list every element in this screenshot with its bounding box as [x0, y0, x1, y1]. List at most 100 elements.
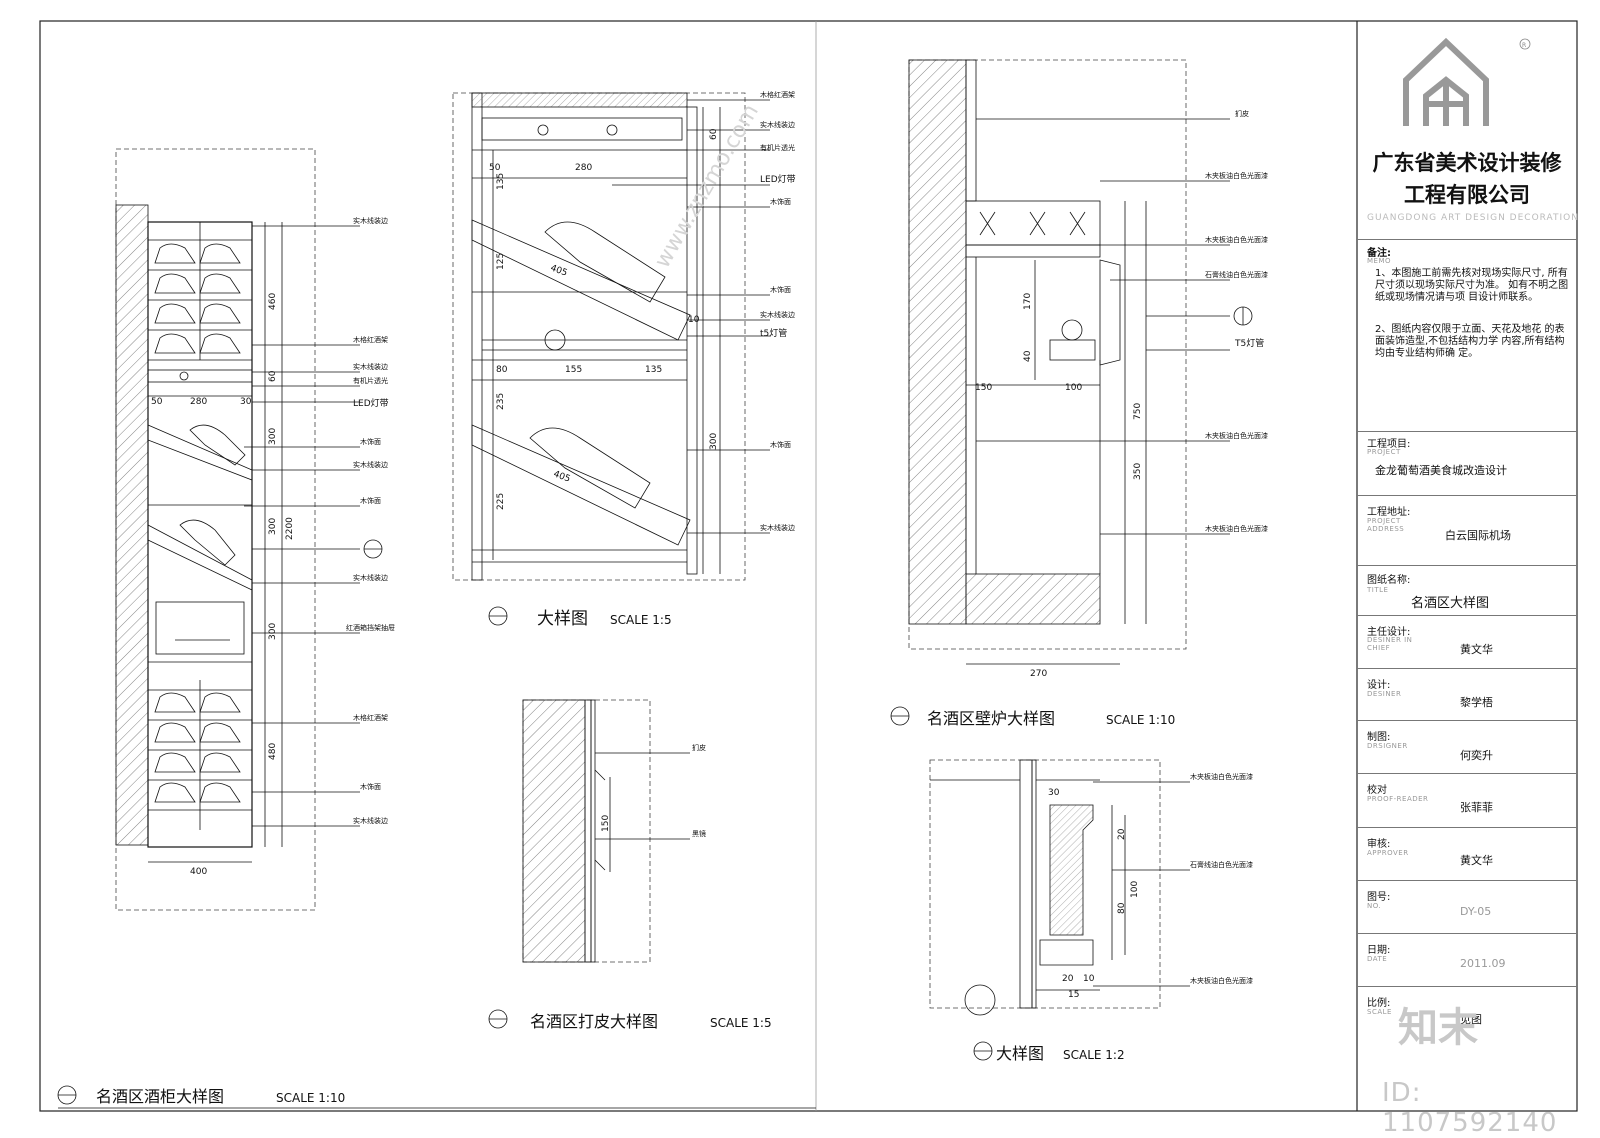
note: 石膏线油白色光面漆	[1205, 270, 1268, 279]
note: 实木线装边	[760, 120, 795, 129]
drawer-label: 制图:	[1367, 732, 1391, 743]
designer-sub: DESINER	[1367, 690, 1402, 698]
detail-scale: SCALE 1:10	[1106, 713, 1175, 727]
dim: 400	[190, 867, 207, 877]
dim: 30	[240, 397, 252, 407]
note: 木格红酒架	[760, 90, 795, 99]
sheet-frame	[39, 20, 1578, 1112]
dim: 170	[1023, 293, 1033, 310]
drawer-sub: DRSIGNER	[1367, 742, 1408, 750]
note: T5灯管	[1234, 337, 1264, 349]
title-block: 广东省美术设计装修 工程有限公司 GUANGDONG ART DESIGN DE…	[1357, 21, 1579, 1111]
memo-item-1: 1、本图施工前需先核对现场实际尺寸, 所有尺寸须以现场实际尺寸为准。 如有不明之…	[1375, 268, 1569, 303]
note: 有机片透光	[353, 376, 388, 385]
dim: 135	[645, 365, 662, 375]
dim: 15	[1068, 990, 1079, 1000]
dim: 235	[496, 393, 506, 410]
section-notes: 木格红酒架 实木线装边 有机片透光 LED灯带 木饰面 木饰面 实木线装边 t5…	[760, 90, 796, 532]
detail-scale: SCALE 1:5	[710, 1016, 772, 1030]
dim: 100	[1065, 383, 1082, 393]
note: LED灯带	[353, 398, 389, 409]
address-label: 工程地址:	[1367, 507, 1411, 518]
dim: 30	[1048, 788, 1060, 798]
note: 木夹板油白色光面漆	[1190, 976, 1253, 985]
note: 木夹板油白色光面漆	[1205, 235, 1268, 244]
date-sub: DATE	[1367, 955, 1388, 963]
svg-text:R: R	[1522, 42, 1526, 49]
company-name-line2: 工程有限公司	[1404, 183, 1530, 207]
dim: 300	[268, 623, 278, 640]
note: 石膏线油白色光面漆	[1190, 860, 1253, 869]
approver-value: 黄文华	[1460, 854, 1493, 867]
project-label: 工程项目:	[1367, 439, 1411, 450]
dim: 405	[549, 263, 569, 278]
detail-title: 大样图	[537, 609, 588, 629]
number-value: DY-05	[1460, 905, 1492, 918]
note: 扪皮	[1235, 109, 1249, 118]
note: 有机片透光	[760, 143, 795, 152]
memo-sub: MEMO	[1367, 257, 1392, 265]
note: 实木线装边	[353, 460, 388, 469]
dim: 460	[268, 293, 278, 310]
molding-notes: 木夹板油白色光面漆 石膏线油白色光面漆 木夹板油白色光面漆	[1190, 772, 1253, 985]
project-row	[1357, 431, 1577, 432]
number-row	[1357, 880, 1577, 881]
proof-label: 校对	[1367, 785, 1387, 796]
title-sub: TITLE	[1367, 586, 1389, 594]
fireplace-title: 名酒区壁炉大样图 SCALE 1:10	[890, 706, 1175, 728]
detail-title: 名酒区壁炉大样图	[927, 709, 1055, 728]
company-name-english: GUANGDONG ART DESIGN DECORATION	[1367, 213, 1579, 223]
detail-scale: SCALE 1:5	[610, 613, 672, 627]
date-label: 日期:	[1367, 945, 1391, 956]
designer-row	[1357, 668, 1577, 669]
chief-sub: DESINER IN CHIEF	[1367, 636, 1413, 652]
leather-notes: 扪皮 黑镜 150	[601, 743, 706, 838]
drawer-value: 何奕升	[1460, 749, 1493, 762]
dim: 155	[565, 365, 582, 375]
dim: 750	[1133, 403, 1143, 420]
date-row	[1357, 933, 1577, 934]
registered-mark: R	[1519, 38, 1531, 50]
proof-row	[1357, 773, 1577, 774]
dim: 20	[1117, 828, 1127, 840]
note: 实木线装边	[760, 310, 795, 319]
molding-dimension-labels: 30 20 100 80 20 10 15	[1048, 788, 1140, 1000]
dim: 300	[268, 428, 278, 445]
section-dimension-labels: 50 280 135 125 80 155 135 235 225 300 60…	[489, 128, 719, 510]
note: 木饰面	[360, 782, 381, 791]
note: 实木线装边	[353, 816, 388, 825]
designer-label: 设计:	[1367, 680, 1391, 691]
note: t5灯管	[760, 327, 787, 339]
note: 红酒箱挡架抽屉	[346, 623, 395, 632]
address-value: 白云国际机场	[1445, 529, 1511, 542]
dim: 50	[151, 397, 163, 407]
approver-sub: APPROVER	[1367, 849, 1409, 857]
number-sub: NO.	[1367, 902, 1382, 910]
wine-cabinet-detail	[115, 148, 383, 911]
detail-title: 名酒区打皮大样图	[530, 1012, 658, 1031]
company-logo	[1403, 37, 1489, 126]
drawer-row	[1357, 720, 1577, 721]
molding-detail	[929, 759, 1190, 1016]
note: 实木线装边	[760, 523, 795, 532]
dim: 125	[496, 253, 506, 270]
dim: 150	[601, 815, 611, 832]
dim: 60	[268, 370, 278, 382]
memo-row	[1357, 239, 1577, 240]
proof-value: 张菲菲	[1460, 801, 1493, 814]
dim: 135	[496, 173, 506, 190]
designer-value: 黎学梧	[1460, 696, 1493, 709]
fireplace-dimension-labels: 150 100 170 40 750 350 270	[975, 293, 1143, 679]
note: 木夹板油白色光面漆	[1190, 772, 1253, 781]
note: 扪皮	[692, 743, 706, 752]
dim: 480	[268, 743, 278, 760]
leather-panel-detail	[522, 699, 690, 963]
dim: 60	[709, 128, 719, 140]
dim: 100	[1130, 881, 1140, 898]
note: 木饰面	[360, 496, 381, 505]
company-name-line1: 广东省美术设计装修	[1372, 151, 1562, 175]
molding-title: 大样图 SCALE 1:2	[973, 1041, 1125, 1063]
dim: 150	[975, 383, 992, 393]
dim: 350	[1133, 463, 1143, 480]
